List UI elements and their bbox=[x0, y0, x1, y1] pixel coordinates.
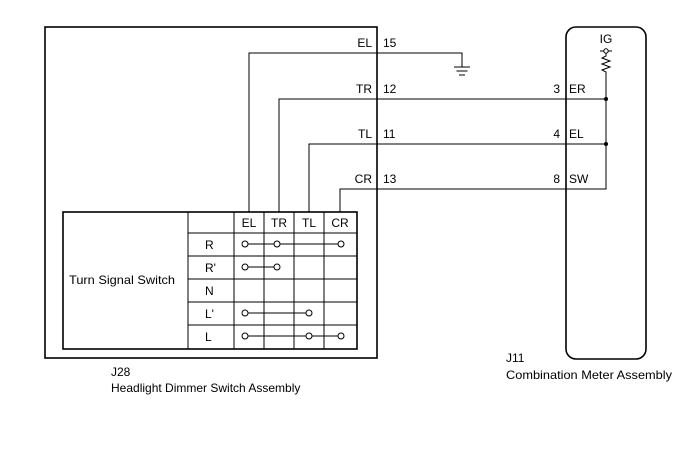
position-r: R bbox=[205, 238, 214, 252]
continuity-terminal bbox=[305, 309, 313, 317]
ig-supply-terminal-icon bbox=[600, 48, 612, 54]
j11-pin-number-8: 8 bbox=[553, 172, 560, 186]
j28-pin-label-el: EL bbox=[357, 36, 372, 50]
j28-assembly-box bbox=[44, 26, 378, 359]
position-r-prime: R' bbox=[205, 261, 216, 275]
j11-pin-label-el: EL bbox=[569, 127, 584, 141]
j11-pin-number-3: 3 bbox=[553, 82, 560, 96]
continuity-terminal bbox=[241, 240, 249, 248]
continuity-terminal bbox=[241, 263, 249, 271]
external-wires bbox=[377, 52, 566, 190]
ground-icon bbox=[454, 66, 470, 76]
continuity-terminal bbox=[337, 332, 345, 340]
j11-internal-bus bbox=[566, 76, 607, 190]
j11-assembly-box bbox=[565, 26, 647, 360]
j28-pin-label-cr: CR bbox=[355, 172, 373, 186]
j11-pin-number-4: 4 bbox=[553, 127, 560, 141]
j28-pin-number-13: 13 bbox=[383, 172, 397, 186]
table-header-tr: TR bbox=[271, 216, 287, 230]
continuity-terminal bbox=[337, 240, 345, 248]
position-l-prime: L' bbox=[205, 307, 214, 321]
continuity-terminal bbox=[241, 332, 249, 340]
switch-name: Turn Signal Switch bbox=[69, 273, 175, 287]
j11-name: Combination Meter Assembly bbox=[506, 368, 672, 382]
continuity-marks bbox=[241, 240, 345, 340]
table-header-tl: TL bbox=[302, 216, 316, 230]
j28-name: Headlight Dimmer Switch Assembly bbox=[111, 381, 300, 395]
continuity-terminal bbox=[241, 309, 249, 317]
junction-dot bbox=[604, 142, 608, 146]
j28-pin-number-12: 12 bbox=[383, 82, 397, 96]
continuity-terminal bbox=[273, 263, 281, 271]
j11-pin-label-er: ER bbox=[569, 82, 586, 96]
j28-pin-label-tr: TR bbox=[356, 82, 372, 96]
j28-internal-wires bbox=[248, 52, 377, 212]
j28-pin-number-11: 11 bbox=[383, 127, 396, 141]
continuity-terminal bbox=[273, 240, 281, 248]
j11-code: J11 bbox=[506, 351, 525, 365]
position-n: N bbox=[205, 284, 214, 298]
j28-code: J28 bbox=[111, 365, 131, 379]
table-header-cr: CR bbox=[331, 216, 349, 230]
resistor-icon bbox=[600, 53, 612, 76]
continuity-terminal bbox=[305, 332, 313, 340]
junction-dot bbox=[604, 97, 608, 101]
j28-pin-number-15: 15 bbox=[383, 36, 397, 50]
j28-pin-label-tl: TL bbox=[358, 127, 372, 141]
switch-table-grid bbox=[187, 212, 357, 349]
table-header-el: EL bbox=[242, 216, 257, 230]
j11-pin-label-sw: SW bbox=[569, 172, 589, 186]
ig-label: IG bbox=[600, 32, 613, 46]
position-l: L bbox=[205, 330, 212, 344]
switch-table-box bbox=[62, 211, 358, 350]
